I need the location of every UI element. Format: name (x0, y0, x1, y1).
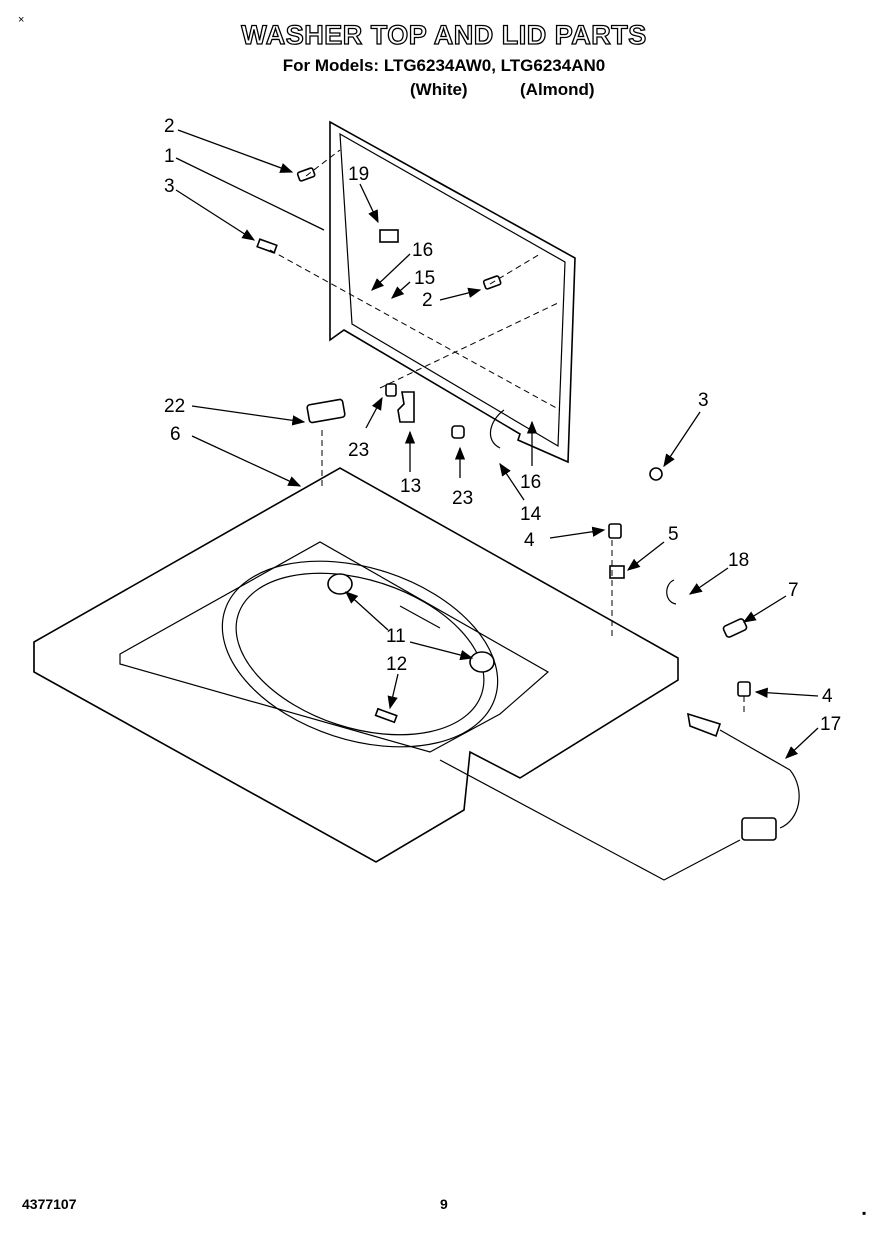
part-4-screw-top (608, 523, 622, 539)
callout-3-right: 3 (698, 390, 709, 411)
part-23-spacer-b (451, 425, 465, 439)
callout-14: 14 (520, 504, 542, 525)
part-12-screw (374, 707, 398, 724)
callout-17: 17 (820, 714, 841, 735)
callout-13: 13 (400, 476, 421, 497)
callout-23-right: 23 (452, 488, 473, 509)
callout-5: 5 (668, 524, 679, 545)
page-number: 9 (440, 1196, 448, 1212)
part-18-clip (666, 579, 677, 605)
callout-6: 6 (170, 424, 181, 445)
part-23-spacer-a (385, 383, 397, 397)
page-title: WASHER TOP AND LID PARTS (241, 19, 647, 50)
part-3-screw-right (649, 467, 663, 481)
corner-mark-bottom: ▪ (862, 1206, 867, 1220)
part-11-bumper-right (469, 651, 495, 673)
part-5-clip (609, 565, 625, 579)
callout-2-right: 2 (422, 290, 433, 311)
washer-top (33, 467, 679, 863)
callout-7: 7 (788, 580, 799, 601)
document-number: 4377107 (22, 1196, 77, 1212)
variant-white-label: (White) (410, 80, 468, 99)
callout-3: 3 (164, 176, 175, 197)
callout-16: 16 (412, 240, 433, 261)
variant-almond-label: (Almond) (520, 80, 595, 99)
part-4-screw-bottom (737, 681, 751, 697)
callout-19: 19 (348, 164, 369, 185)
part-3-screw-left (256, 238, 278, 254)
corner-mark-top: × (18, 14, 25, 26)
models-line: For Models: LTG6234AW0, LTG6234AN0 (282, 56, 606, 75)
callout-2: 2 (164, 116, 175, 137)
callout-16-right: 16 (520, 472, 541, 493)
callout-4-top: 4 (524, 530, 535, 551)
callout-11: 11 (386, 626, 406, 647)
part-22-strike (306, 398, 346, 424)
callout-22: 22 (164, 396, 185, 417)
callout-1: 1 (164, 146, 175, 167)
callout-12: 12 (386, 654, 407, 675)
part-19-pad (379, 229, 399, 243)
callout-23-left: 23 (348, 440, 369, 461)
part-2-plug-left (296, 167, 316, 182)
leader-lines (175, 129, 819, 759)
lid-frame (329, 120, 576, 464)
part-14-hinge (489, 409, 505, 449)
callout-4-bottom: 4 (822, 686, 833, 707)
callout-18: 18 (728, 550, 749, 571)
part-13-bracket (397, 391, 415, 423)
part-11-bumper-left (327, 573, 353, 595)
part-7-connector (722, 618, 748, 638)
callout-15: 15 (414, 268, 435, 289)
part-17-lid-switch (686, 712, 800, 841)
